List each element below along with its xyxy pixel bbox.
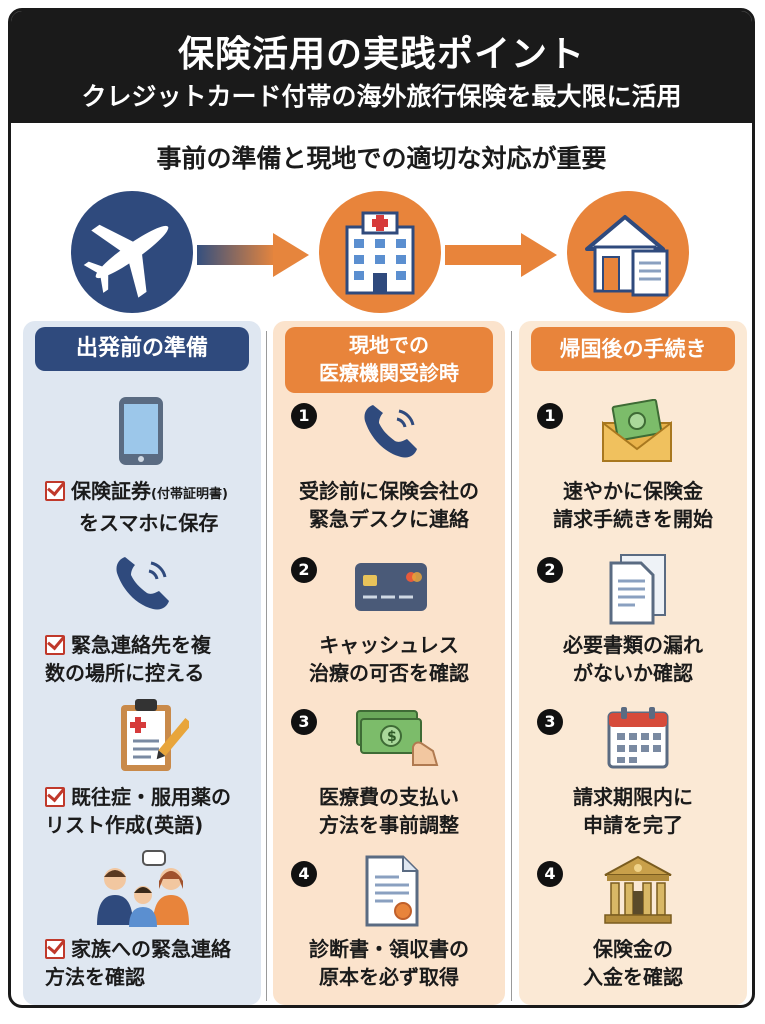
- step-number: 1: [291, 403, 317, 429]
- list-item: 保険金の 入金を確認: [583, 937, 683, 989]
- list-item: 速やかに保険金 請求手続きを開始: [553, 479, 713, 531]
- money-envelope-icon: [602, 399, 672, 462]
- hospital-icon: [345, 211, 415, 295]
- family-icon: [97, 850, 189, 927]
- step-number: 2: [291, 557, 317, 583]
- phone-icon: [364, 405, 417, 458]
- list-item: 緊急連絡先を複 数の場所に控える: [45, 633, 211, 685]
- column-before-departure: 出発前の準備 保険証券(付帯証明書) をスマホに保存 緊急連絡先を複 数の場所に…: [23, 321, 261, 1005]
- arrow-right-icon: [445, 233, 557, 281]
- list-item: 必要書類の漏れ がないか確認: [563, 633, 703, 685]
- credit-card-icon: [355, 563, 427, 611]
- column-after-return: 帰国後の手続き 1 速やかに保険金 請求手続きを開始 2 必要書類の漏れ がない…: [519, 321, 747, 1005]
- arrow-right-icon: [197, 233, 309, 281]
- home-circle: [567, 191, 689, 313]
- hospital-circle: [319, 191, 441, 313]
- documents-icon: [609, 554, 666, 625]
- step-number: 4: [537, 861, 563, 887]
- list-item: キャッシュレス 治療の可否を確認: [309, 633, 469, 685]
- calendar-icon: [607, 707, 669, 769]
- step-number: 3: [291, 709, 317, 735]
- column-local-medical: 現地での 医療機関受診時 1 受診前に保険会社の 緊急デスクに連絡 2 キャッシ…: [273, 321, 505, 1005]
- checkbox-icon: [45, 635, 65, 655]
- list-item: 請求期限内に 申請を完了: [573, 785, 693, 837]
- list-item: 診断書・領収書の 原本を必ず取得: [309, 937, 469, 989]
- checkbox-icon: [45, 939, 65, 959]
- list-item: 既往症・服用薬の リスト作成(英語): [45, 785, 231, 837]
- certificate-icon: [365, 855, 419, 927]
- step-number: 4: [291, 861, 317, 887]
- header-banner: 保険活用の実践ポイント クレジットカード付帯の海外旅行保険を最大限に活用: [11, 11, 752, 123]
- step-number: 1: [537, 403, 563, 429]
- checkbox-icon: [45, 481, 65, 501]
- smartphone-icon: [119, 397, 163, 465]
- svg-text:$: $: [387, 729, 397, 745]
- phone-icon: [116, 557, 169, 610]
- infographic-frame: 保険活用の実践ポイント クレジットカード付帯の海外旅行保険を最大限に活用 事前の…: [8, 8, 755, 1008]
- column-divider: [511, 331, 512, 1001]
- list-item: 受診前に保険会社の 緊急デスクに連絡: [299, 479, 479, 531]
- list-item: 医療費の支払い 方法を事前調整: [319, 785, 459, 837]
- bank-icon: [604, 855, 672, 924]
- airplane-circle: [71, 191, 193, 313]
- step-number: 3: [537, 709, 563, 735]
- page-subtitle: クレジットカード付帯の海外旅行保険を最大限に活用: [81, 82, 682, 111]
- airplane-icon: [83, 224, 169, 298]
- column-divider: [266, 331, 267, 1001]
- checkbox-icon: [45, 787, 65, 807]
- cash-hand-icon: $: [356, 710, 439, 766]
- list-item: 保険証券(付帯証明書) をスマホに保存: [45, 477, 261, 537]
- house-document-icon: [585, 215, 669, 297]
- column-title: 帰国後の手続き: [531, 327, 735, 371]
- list-item: 家族への緊急連絡 方法を確認: [45, 937, 231, 989]
- column-title: 出発前の準備: [35, 327, 249, 371]
- step-number: 2: [537, 557, 563, 583]
- column-title: 現地での 医療機関受診時: [285, 327, 493, 393]
- clipboard-icon: [121, 699, 189, 771]
- page-title: 保険活用の実践ポイント: [177, 34, 585, 75]
- lead-text: 事前の準備と現地での適切な対応が重要: [156, 144, 607, 173]
